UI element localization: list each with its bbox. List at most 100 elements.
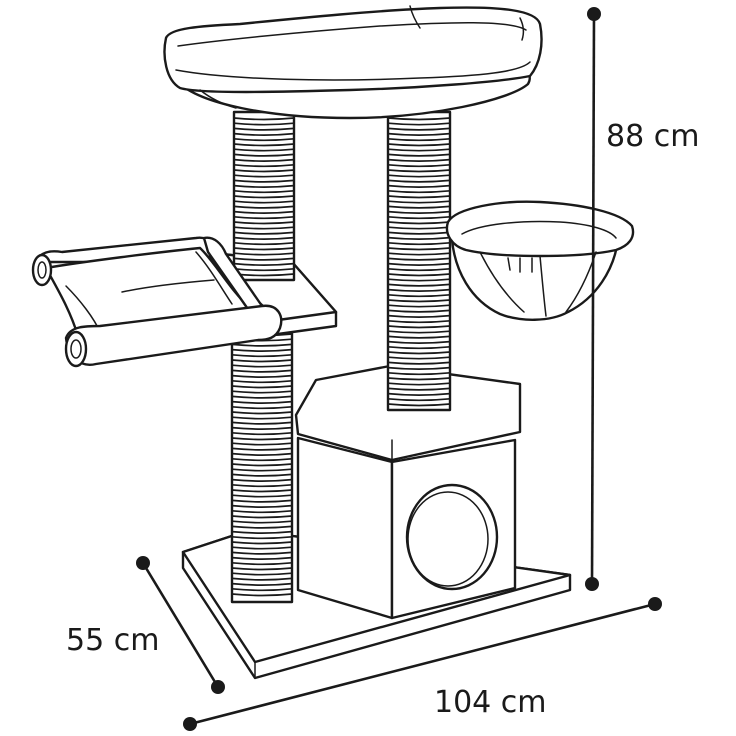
sisal-coil (233, 262, 295, 266)
sisal-coil (387, 117, 451, 121)
sisal-coil (387, 330, 451, 334)
sisal-coil (233, 163, 295, 168)
width-label: 104 cm (434, 685, 547, 720)
sisal-coil (233, 153, 295, 157)
sisal-coil (231, 463, 293, 467)
sisal-coil (387, 210, 451, 214)
sisal-coil (231, 478, 293, 482)
sisal-coil (231, 437, 293, 441)
sisal-coil (231, 426, 293, 430)
sisal-coil (231, 457, 293, 462)
sisal-coil (231, 348, 293, 352)
sisal-coil (387, 174, 451, 178)
sisal-coil (233, 195, 295, 199)
sisal-coil (387, 309, 451, 313)
sisal-coil (387, 288, 451, 292)
sisal-coil (233, 184, 295, 188)
sisal-coil (387, 262, 451, 266)
sisal-coil (231, 364, 293, 368)
sisal-coil (387, 236, 451, 240)
sisal-coil (233, 137, 295, 142)
width-dimension: 104 cm (183, 597, 662, 731)
sisal-coil (233, 127, 295, 131)
sisal-coil (231, 587, 293, 592)
sisal-coil (233, 231, 295, 235)
sisal-coil (387, 325, 451, 329)
sisal-coil (231, 411, 293, 415)
sisal-coil (231, 369, 293, 373)
sisal-coil (387, 127, 451, 131)
sisal-coil (231, 416, 293, 420)
sisal-coil (387, 397, 451, 402)
sisal-coil (231, 395, 293, 399)
sisal-coil (387, 163, 451, 168)
sisal-coil (233, 122, 295, 126)
sisal-coil (387, 200, 451, 204)
sisal-coil (231, 525, 293, 529)
sisal-coil (387, 273, 451, 277)
sisal-coil (387, 283, 451, 287)
cat-house (294, 364, 522, 620)
sisal-coil (387, 231, 451, 235)
sisal-coil (387, 299, 451, 303)
sisal-coil (387, 169, 451, 173)
sisal-coil (231, 515, 293, 519)
sisal-coil (231, 499, 293, 503)
sisal-coil (231, 468, 293, 472)
sisal-coil (387, 132, 451, 136)
sisal-coil (387, 257, 451, 261)
sisal-coil (387, 403, 451, 407)
sisal-coil (387, 137, 451, 142)
sisal-coil (231, 572, 293, 576)
basket-bed (445, 200, 635, 321)
sisal-coil (231, 577, 293, 581)
sisal-coil (233, 174, 295, 178)
sisal-coil (231, 582, 293, 586)
sisal-coil (231, 374, 293, 378)
sisal-coil (231, 353, 293, 358)
sisal-coil (233, 215, 295, 220)
sisal-coil (233, 247, 295, 251)
sisal-coil (231, 494, 293, 498)
sisal-coil (387, 377, 451, 381)
sisal-coil (387, 148, 451, 152)
sisal-coil (387, 215, 451, 220)
sisal-coil (387, 189, 451, 194)
sisal-coil (387, 179, 451, 183)
sisal-coil (233, 117, 295, 121)
sisal-coil (233, 179, 295, 183)
sisal-coil (233, 148, 295, 152)
sisal-coil (231, 447, 293, 451)
sisal-coil (233, 205, 295, 209)
sisal-coil (231, 343, 293, 347)
sisal-coil (387, 205, 451, 209)
sisal-coil (233, 210, 295, 214)
sisal-coil (387, 221, 451, 225)
sisal-coil (231, 504, 293, 508)
sisal-coil (387, 361, 451, 365)
sisal-coil (231, 567, 293, 571)
sisal-coil (233, 241, 295, 246)
sisal-coil (387, 252, 451, 256)
sisal-coil (387, 226, 451, 230)
sisal-coil (387, 247, 451, 251)
sisal-coil (231, 541, 293, 545)
sisal-coil (231, 405, 293, 410)
sisal-coil (387, 345, 451, 350)
sisal-coil (387, 153, 451, 157)
sisal-coil (231, 452, 293, 456)
sisal-coil (387, 387, 451, 391)
sisal-coil (233, 267, 295, 272)
sisal-coil (233, 158, 295, 162)
sisal-coil (233, 221, 295, 225)
sisal-coil (387, 195, 451, 199)
sisal-coil (233, 169, 295, 173)
sisal-coil (233, 143, 295, 147)
house-entrance (405, 483, 499, 591)
sisal-coil (387, 122, 451, 126)
sisal-coil (233, 252, 295, 256)
sisal-coil (231, 400, 293, 404)
sisal-coil (231, 385, 293, 389)
